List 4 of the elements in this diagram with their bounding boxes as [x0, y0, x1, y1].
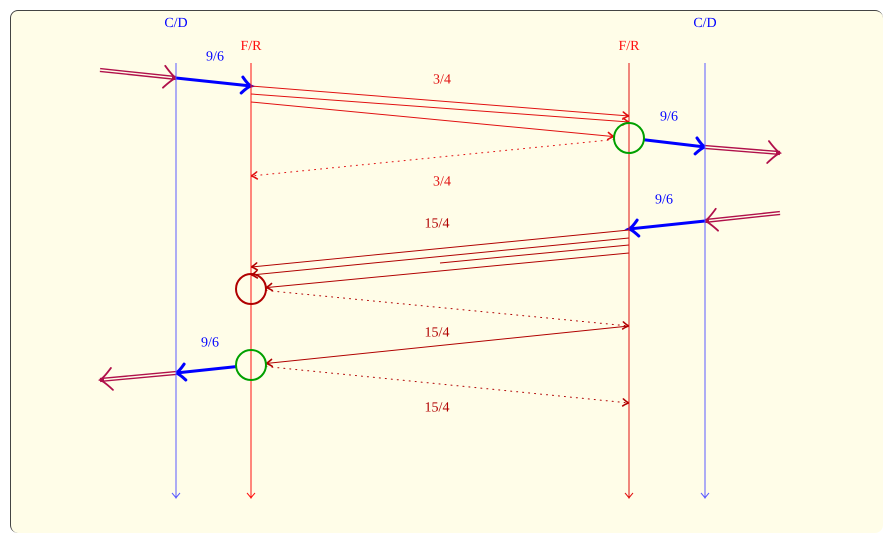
lifeline-label: C/D [692, 16, 718, 32]
lifeline-label: F/R [617, 39, 640, 55]
lifeline-label: C/D [163, 16, 189, 32]
lifeline-label: F/R [239, 39, 262, 55]
